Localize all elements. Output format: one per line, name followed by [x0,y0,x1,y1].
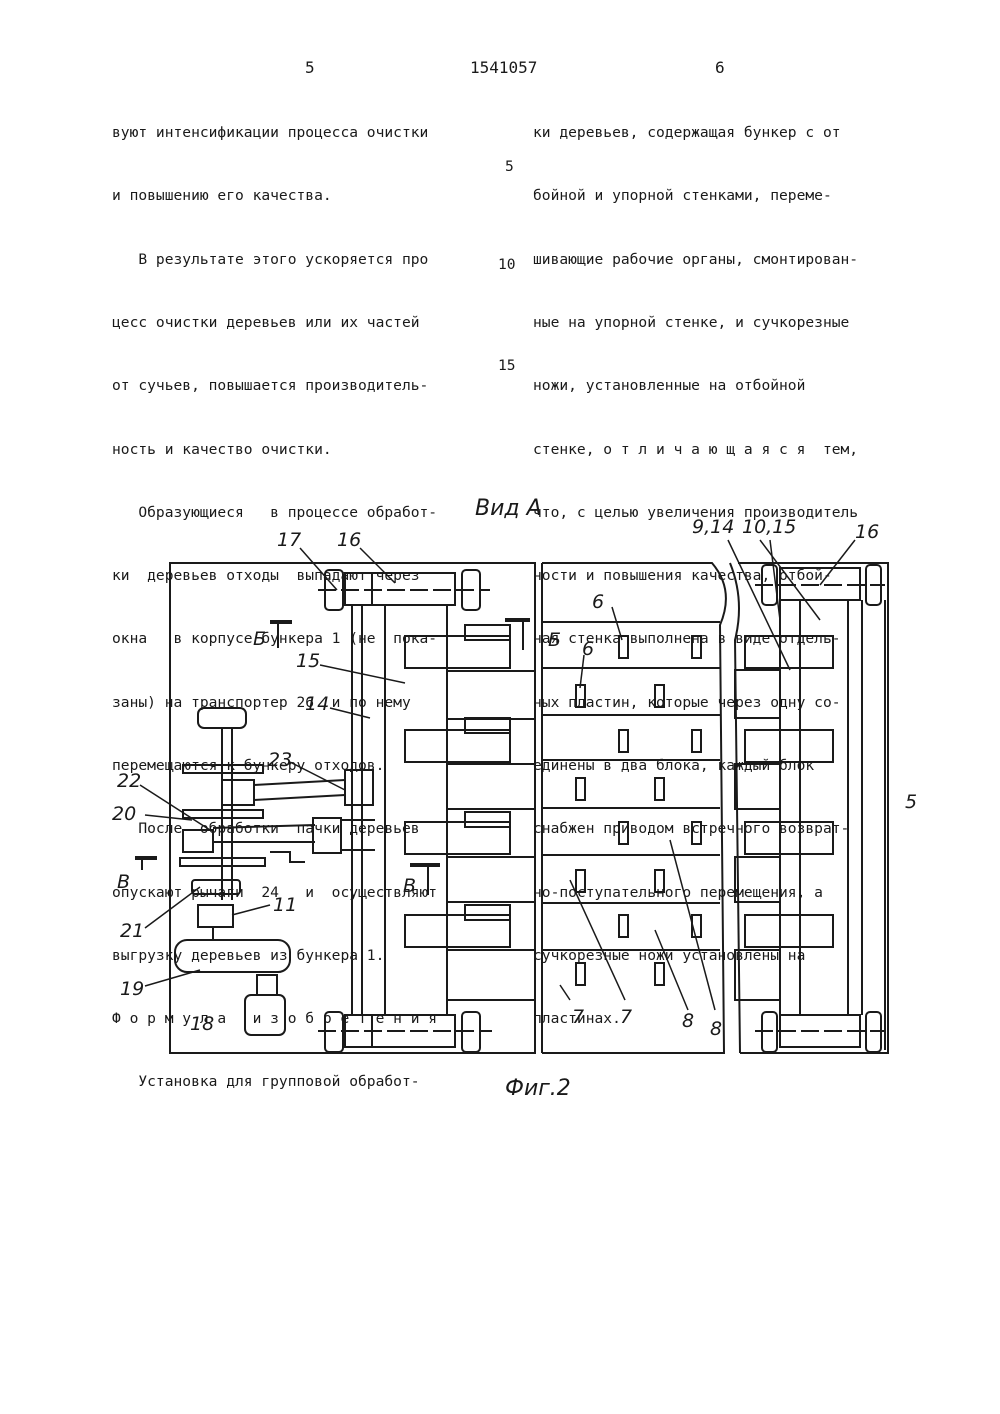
figure-caption: Фиг.2 [505,1076,571,1101]
label-19: 19 [120,978,144,1000]
label-15: 15 [296,650,320,672]
label-8-left: 8 [682,1010,694,1032]
label-17: 17 [277,529,301,551]
label-7-right: 7 [620,1006,632,1028]
drive-roller-top-left [318,570,490,610]
label-7-left: 7 [572,1006,584,1028]
label-5: 5 [905,791,917,813]
label-16-right: 16 [855,521,879,543]
section-label-b1: Б [253,628,266,650]
view-title: Вид А [475,496,542,521]
label-14: 14 [305,693,329,715]
plates-left-block [405,625,510,947]
label-10-15: 10,15 [742,516,796,538]
label-23: 23 [268,749,292,771]
plates-right-block [735,600,862,1015]
label-9-14: 9,14 [692,516,734,538]
label-6: 6 [582,638,594,660]
drive-roller-bottom-right [755,1012,885,1052]
label-8-right: 8 [710,1018,722,1040]
label-20: 20 [112,803,136,825]
drive-roller-bottom-left [318,1012,492,1052]
label-6-top: 6 [592,591,604,613]
section-label-v2: В [403,875,416,897]
label-16: 16 [337,529,361,551]
section-label-v1: В [117,871,130,893]
label-22: 22 [117,770,141,792]
label-11: 11 [273,894,297,916]
label-21: 21 [120,920,144,942]
section-label-b2: Б [548,629,561,651]
label-18: 18 [190,1013,214,1035]
